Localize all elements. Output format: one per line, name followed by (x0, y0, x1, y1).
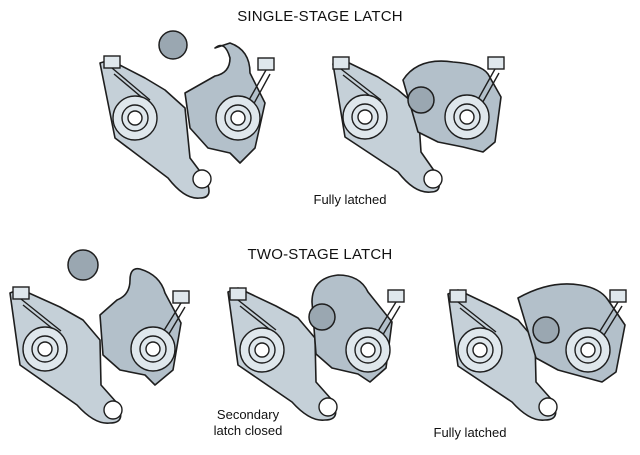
mount-hole (318, 397, 338, 417)
right-bracket (387, 289, 405, 303)
right-bracket (609, 289, 627, 303)
mount-hole (538, 397, 558, 417)
left-bracket (229, 287, 247, 301)
secondary-latch-caption-line1: Secondary (216, 407, 280, 422)
two-stage-latch-secondary (227, 274, 405, 421)
left-bracket (12, 286, 30, 300)
striker-pin (532, 316, 560, 344)
single-stage-title: SINGLE-STAGE LATCH (237, 8, 403, 25)
two-stage-full-caption: Fully latched (433, 425, 507, 440)
striker-pin (158, 30, 188, 60)
secondary-latch-caption-line2: latch closed (213, 423, 283, 438)
right-bracket (487, 56, 505, 70)
right-bracket (257, 57, 275, 71)
single-stage-latch-closed (332, 56, 505, 193)
striker-pin (308, 303, 336, 331)
mount-hole (103, 400, 123, 420)
striker-pin (67, 249, 99, 281)
two-stage-latch-open (9, 249, 190, 424)
mount-hole (192, 169, 212, 189)
left-bracket (103, 55, 121, 69)
single-stage-caption: Fully latched (313, 192, 387, 207)
striker-pin (407, 86, 435, 114)
left-bracket (332, 56, 350, 70)
two-stage-title: TWO-STAGE LATCH (247, 246, 393, 263)
secondary-latch-caption: Secondary latch closed (198, 407, 298, 439)
right-bracket (172, 290, 190, 304)
two-stage-latch-closed (447, 283, 627, 421)
mount-hole (423, 169, 443, 189)
left-bracket (449, 289, 467, 303)
latch-base-plate (332, 59, 440, 193)
single-stage-latch-open (99, 30, 275, 199)
